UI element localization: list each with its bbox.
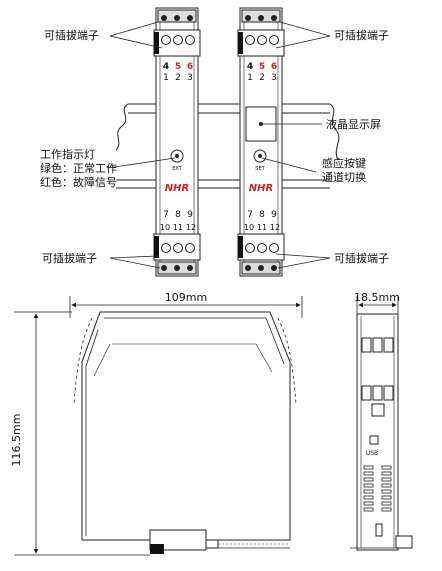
screw-icon xyxy=(173,35,183,45)
screw-icon xyxy=(258,15,264,21)
terminal-label: 2 xyxy=(259,73,265,83)
terminal-label: 3 xyxy=(187,73,193,83)
height-dimension: 116.5mm xyxy=(10,414,23,467)
side-dimension-view: 18.5mm USB xyxy=(350,291,413,551)
terminal-label: 6 xyxy=(271,62,277,72)
screw-icon xyxy=(174,265,180,271)
screw-icon xyxy=(161,243,171,253)
leader-lines xyxy=(107,21,331,269)
front-dimension-view: 109mm 116.5mm xyxy=(10,291,303,556)
terminal-label: 11 xyxy=(173,223,183,232)
callout-bottom-right-terminal: 可插拔端子 xyxy=(334,251,389,265)
terminal-label: 4 xyxy=(247,62,253,72)
terminal-label: 1 xyxy=(163,73,169,83)
set-button-label: SET xyxy=(255,166,265,172)
bottom-terminal-block[interactable] xyxy=(237,233,285,275)
screw-icon xyxy=(187,265,193,271)
screw-icon xyxy=(245,35,255,45)
screw-icon xyxy=(245,243,255,253)
terminal-label: 7 xyxy=(163,210,169,220)
callout-top-right-terminal: 可插拔端子 xyxy=(334,28,389,42)
screw-icon xyxy=(173,243,183,253)
terminal-label: 10 xyxy=(160,223,170,232)
top-terminal-block[interactable] xyxy=(237,9,285,57)
brand-logo: NHR xyxy=(249,183,273,194)
screw-icon xyxy=(245,15,251,21)
screw-icon xyxy=(161,35,171,45)
callout-top-left-terminal: 可插拔端子 xyxy=(44,28,99,42)
usb-label: USB xyxy=(366,450,378,457)
top-terminal-block[interactable] xyxy=(153,9,201,57)
terminal-label: 9 xyxy=(187,210,193,220)
screw-icon xyxy=(269,243,279,253)
terminal-label: 2 xyxy=(175,73,181,83)
callout-bottom-left-terminal: 可插拔端子 xyxy=(42,251,97,265)
bottom-terminal-block[interactable] xyxy=(153,233,201,275)
terminal-label: 5 xyxy=(175,62,181,72)
vent-slots xyxy=(363,465,392,512)
brand-logo: NHR xyxy=(165,183,189,194)
terminal-label: 11 xyxy=(257,223,267,232)
terminal-label: 9 xyxy=(271,210,277,220)
terminal-label: 6 xyxy=(187,62,193,72)
terminal-label: 1 xyxy=(247,73,253,83)
width-dimension: 109mm xyxy=(165,291,207,304)
screw-icon xyxy=(185,243,195,253)
screw-icon xyxy=(269,35,279,45)
screw-icon xyxy=(257,35,267,45)
screw-icon xyxy=(187,15,193,21)
terminal-label: 8 xyxy=(175,210,181,220)
callout-button-line1: 感应按键 xyxy=(322,156,366,170)
terminal-label: 4 xyxy=(163,62,169,72)
module-right: 4 5 6 1 2 3 SET NHR 7 8 9 10 11 12 xyxy=(237,7,285,277)
screw-icon xyxy=(271,15,277,21)
housing-outline xyxy=(81,311,291,541)
callout-led-line3: 红色：故障信号 xyxy=(40,175,117,189)
screw-icon xyxy=(161,265,167,271)
indicator-label: EXT xyxy=(172,166,182,172)
callout-led-line1: 工作指示灯 xyxy=(40,147,95,161)
callout-button-line2: 通道切换 xyxy=(322,170,366,184)
screw-icon xyxy=(257,243,267,253)
screw-icon xyxy=(174,15,180,21)
terminal-label: 12 xyxy=(186,223,196,232)
module-left: 4 5 6 1 2 3 EXT NHR 7 8 9 10 11 12 xyxy=(153,7,201,277)
callout-led-line2: 绿色：正常工作 xyxy=(40,161,117,175)
terminal-label: 7 xyxy=(247,210,253,220)
terminal-label: 10 xyxy=(244,223,254,232)
callout-lcd: 液晶显示屏 xyxy=(326,117,381,131)
screw-icon xyxy=(161,15,167,21)
terminal-label: 3 xyxy=(271,73,277,83)
screw-icon xyxy=(271,265,277,271)
terminal-label: 5 xyxy=(259,62,265,72)
screw-icon xyxy=(245,265,251,271)
screw-icon xyxy=(185,35,195,45)
side-width-dimension: 18.5mm xyxy=(354,291,400,304)
terminal-label: 12 xyxy=(270,223,280,232)
screw-icon xyxy=(258,265,264,271)
terminal-label: 8 xyxy=(259,210,265,220)
usb-port[interactable] xyxy=(369,435,379,445)
din-rail xyxy=(115,103,340,189)
